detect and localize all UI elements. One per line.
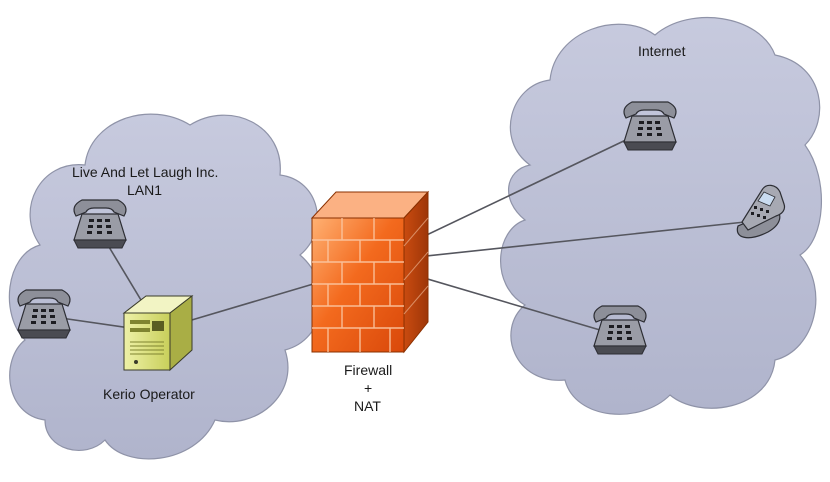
cellphone-icon — [736, 184, 786, 239]
server-icon — [122, 294, 194, 372]
internet-phone-icon-2 — [593, 305, 647, 355]
lan-phone-icon-2 — [17, 289, 71, 339]
firewall-label-line3: NAT — [354, 398, 381, 414]
firewall-label-line2: + — [364, 380, 373, 396]
lan-title: Live And Let Laugh Inc. — [72, 164, 219, 180]
internet-phone-icon-1 — [623, 101, 677, 151]
firewall-label-line1: Firewall — [344, 362, 393, 378]
lan-subtitle: LAN1 — [127, 182, 163, 198]
internet-cloud — [500, 16, 822, 415]
server-label: Kerio Operator — [103, 386, 195, 402]
internet-label: Internet — [638, 43, 686, 59]
firewall-icon — [310, 190, 430, 354]
lan-phone-icon-1 — [73, 199, 127, 249]
